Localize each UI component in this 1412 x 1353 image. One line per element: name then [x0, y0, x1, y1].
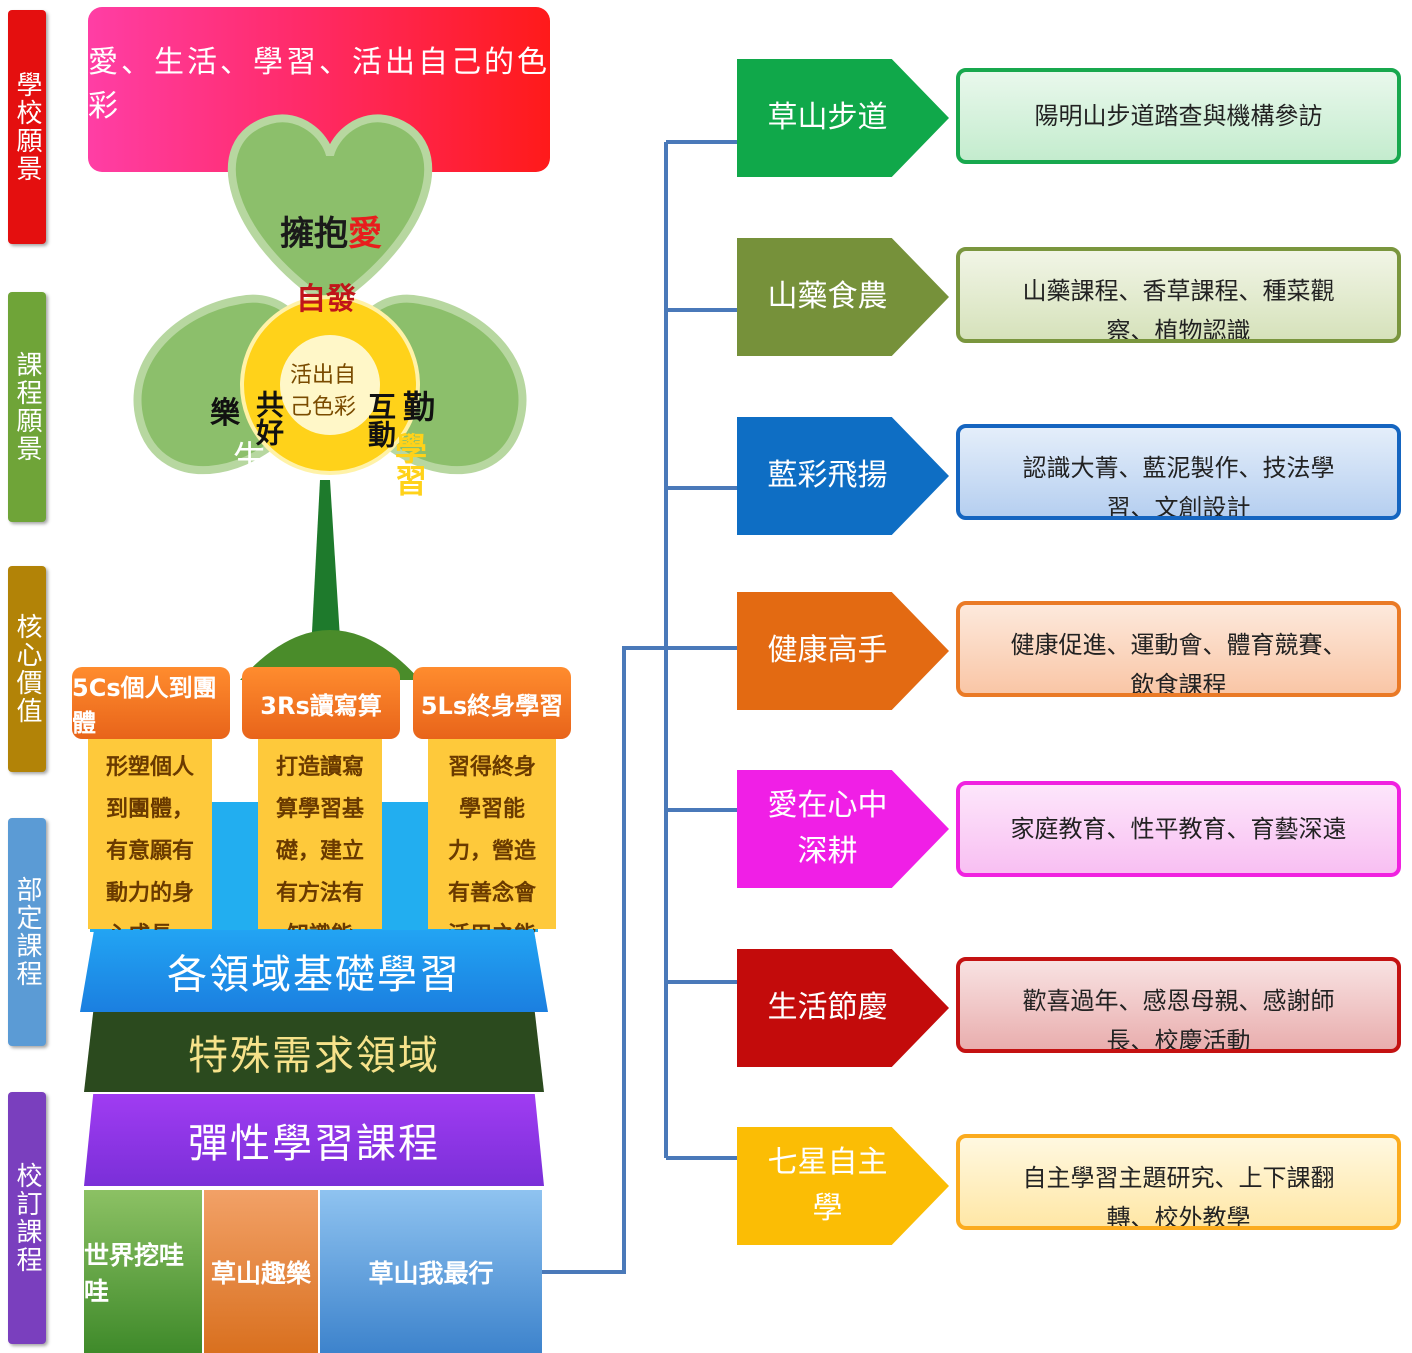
base-block-caoshan-best: 草山我最行: [320, 1190, 542, 1353]
base-block-world: 世界挖哇哇: [84, 1190, 202, 1353]
category-label-self-learning: 七星自主學: [767, 1145, 888, 1226]
ring-left-label: 共好: [252, 390, 285, 446]
side-label-school-vision: 學校願景: [8, 10, 46, 244]
vision-banner: 愛、生活、學習、活出自己的色彩: [88, 7, 550, 172]
top-petal-label-b: 愛: [348, 214, 382, 254]
ring-top-label: 自發: [296, 282, 356, 317]
right-petal-label-b: 學習: [390, 432, 428, 496]
top-petal: [227, 114, 433, 310]
desc-box-yam-farming: 山藥課程、香草課程、種菜觀察、植物認識: [956, 247, 1401, 343]
left-petal-label-b: 生活: [226, 440, 266, 508]
category-label-festivals: 生活節慶: [767, 990, 888, 1025]
desc-box-self-learning: 自主學習主題研究、上下課翻轉、校外教學: [956, 1134, 1401, 1230]
desc-box-trail: 陽明山步道踏查與機構參訪: [956, 68, 1401, 164]
left-petal-label-a: 樂: [210, 396, 240, 431]
pillar-title-5cs: 5Cs個人到團體: [72, 667, 230, 739]
flower-diagram: [133, 114, 527, 680]
connector-base-to-trunk: [542, 646, 666, 1274]
desc-box-love: 家庭教育、性平教育、育藝深遠: [956, 781, 1401, 877]
desc-box-indigo-dye: 認識大菁、藍泥製作、技法學習、文創設計: [956, 424, 1401, 520]
pillar-body-5cs: 形塑個人到團體，有意願有動力的身心成長。: [88, 739, 212, 948]
category-label-indigo-dye: 藍彩飛揚: [767, 458, 888, 493]
pillar-title-5ls: 5Ls終身學習: [413, 667, 571, 739]
base-block-caoshan-fun: 草山趣樂: [204, 1190, 318, 1353]
inner-circle: [280, 335, 380, 435]
side-label-national-curriculum: 部定課程: [8, 818, 46, 1046]
category-label-trail: 草山步道: [767, 100, 888, 135]
side-label-curriculum-vision: 課程願景: [8, 292, 46, 522]
right-petal-label-a: 勤: [403, 388, 436, 426]
layer-flexible-curriculum: 彈性學習課程: [84, 1094, 544, 1186]
desc-box-health: 健康促進、運動會、體育競賽、飲食課程: [956, 601, 1401, 697]
side-label-school-curriculum: 校訂課程: [8, 1092, 46, 1344]
category-label-yam-farming: 山藥食農: [767, 279, 888, 314]
desc-box-festivals: 歡喜過年、感恩母親、感謝師長、校慶活動: [956, 957, 1401, 1053]
center-label: 活出自己色彩: [290, 363, 357, 420]
layer-special-needs: 特殊需求領域: [84, 1012, 544, 1092]
pillar-title-3rs: 3Rs讀寫算: [242, 667, 400, 739]
side-label-core-values: 核心價值: [8, 566, 46, 772]
flower-stem: [310, 480, 342, 670]
category-label-health: 健康高手: [767, 633, 888, 668]
top-petal-label: 擁抱愛: [280, 206, 382, 255]
category-label-love: 愛在心中深耕: [767, 788, 888, 869]
ring-right-label: 互動: [364, 392, 397, 448]
layer-basic-learning: 各領域基礎學習: [80, 930, 548, 1012]
top-petal-label-a: 擁抱: [280, 214, 348, 254]
